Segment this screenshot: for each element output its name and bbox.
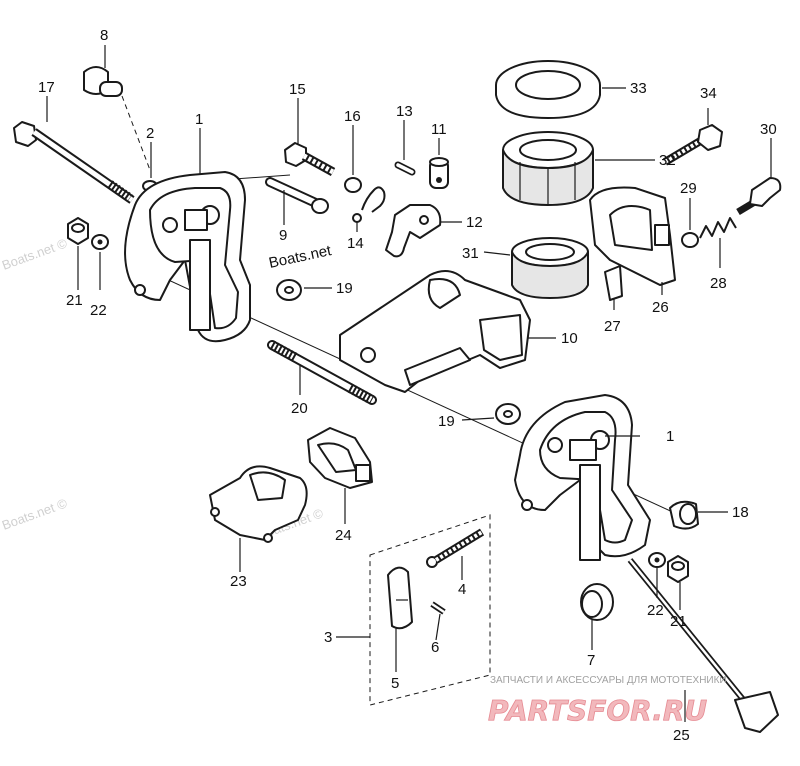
callout-6: 6 [431,639,439,656]
callout-31: 31 [462,245,479,262]
part-22-washer-left [91,234,109,250]
callout-21-left: 21 [66,292,83,309]
part-5-clip [387,566,413,630]
callout-labels: 1 1 2 3 4 5 6 7 8 9 10 11 12 13 14 15 16… [38,27,777,744]
leader-lines [46,45,772,722]
part-8-fitting [83,66,123,97]
callout-5: 5 [391,675,399,692]
callout-8: 8 [100,27,108,44]
part-23-bracket [209,465,308,543]
part-9-pin [265,177,329,214]
part-13-pin [394,161,416,176]
watermark: Boats.net © [0,235,69,273]
part-1-bracket-lower [514,394,651,561]
callout-19-lower: 19 [438,413,455,430]
callout-1-upper: 1 [195,111,203,128]
callout-10: 10 [561,330,578,347]
callout-18: 18 [732,504,749,521]
part-27-wedge [604,265,623,301]
part-29-washer [681,232,699,248]
watermark: Boats.net © [0,495,69,533]
part-3-group-outline [369,514,491,706]
part-4-bolt [426,528,485,568]
part-31-bushing [511,237,589,299]
callout-21-right: 21 [670,613,687,630]
callout-32: 32 [659,152,676,169]
callout-28: 28 [710,275,727,292]
callout-19-upper: 19 [336,280,353,297]
callout-12: 12 [466,214,483,231]
assembly-line [121,95,151,171]
part-32-bushing [502,131,594,206]
callout-27: 27 [604,318,621,335]
callout-7: 7 [587,652,595,669]
callout-11: 11 [431,121,447,138]
part-14-washer [352,213,362,223]
callout-1-lower: 1 [666,428,674,445]
part-7-pad [580,583,614,621]
part-6-screw [430,601,446,615]
part-22-washer-right [648,552,666,568]
part-33-ring [495,60,601,119]
part-1-bracket-upper [124,171,251,343]
brand-logo: PARTSFOR.RU [488,694,707,727]
part-28-spring [699,217,737,239]
callout-14: 14 [347,235,364,252]
part-20-rod [267,340,377,405]
callout-9: 9 [279,227,287,244]
callout-34: 34 [700,85,717,102]
part-19-washer-upper [276,279,302,301]
callout-15: 15 [289,81,306,98]
callout-22-right: 22 [647,602,664,619]
part-34-bolt [662,124,723,166]
part-21-nut-left [67,217,89,245]
part-11-bushing [429,157,449,189]
callout-30: 30 [760,121,777,138]
callout-17: 17 [38,79,55,96]
callout-13: 13 [396,103,413,120]
callout-33: 33 [630,80,647,97]
part-25-clamp-screw [627,558,779,733]
callout-29: 29 [680,180,697,197]
callout-25: 25 [673,727,690,744]
part-18-cap-nut [669,500,699,530]
part-17-bolt [13,121,135,204]
callout-2: 2 [146,125,154,142]
part-15-bolt [284,142,336,176]
callout-4: 4 [458,581,466,598]
boats-net-label: Boats.net [267,242,333,272]
callout-16: 16 [344,108,361,125]
part-19-washer-lower [495,403,521,425]
part-24-bushing-half [307,427,373,489]
part-12-lever [385,204,442,258]
brand-tagline: ЗАПЧАСТИ И АКСЕССУАРЫ ДЛЯ МОТОТЕХНИКИ [490,675,727,686]
part-30-wing-screw [736,177,782,216]
part-26-clamp [589,186,676,286]
part-16-washer [344,177,362,193]
part-21-nut-right [667,555,689,583]
callout-23: 23 [230,573,247,590]
callout-20: 20 [291,400,308,417]
callout-22-left: 22 [90,302,107,319]
part-10-swivel-bracket [339,270,531,393]
part-14-spring [361,186,386,213]
callout-3: 3 [324,629,332,646]
callout-26: 26 [652,299,669,316]
callout-24: 24 [335,527,352,544]
